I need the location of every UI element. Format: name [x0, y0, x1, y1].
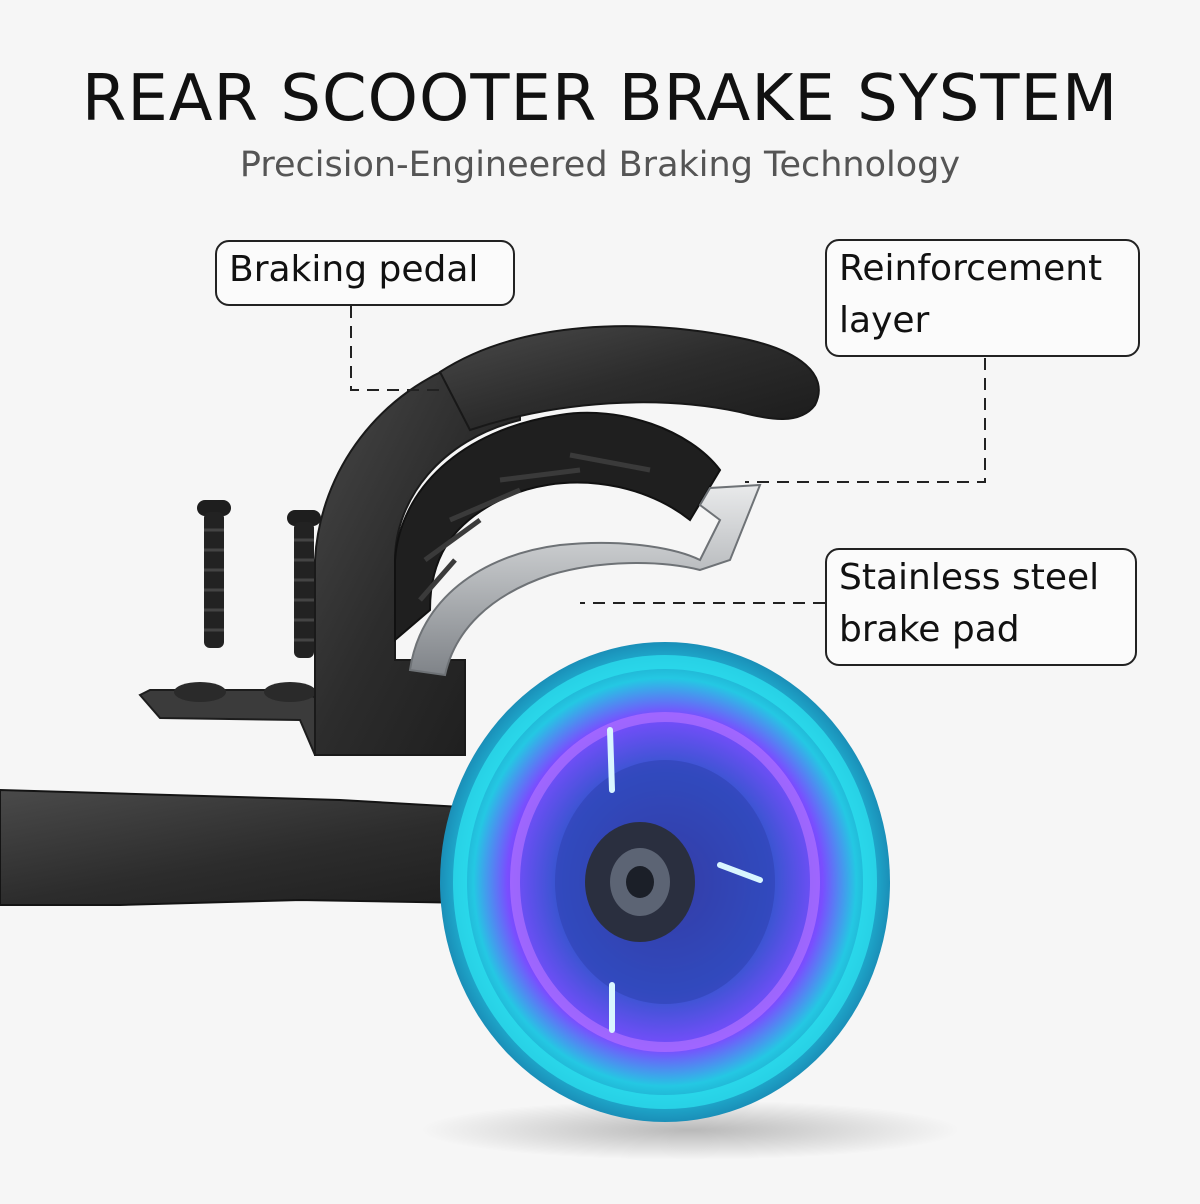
- callout-reinforcement-layer-line-1: Reinforcement: [839, 248, 1103, 289]
- callout-reinforcement-layer: Reinforcement layer: [825, 239, 1140, 357]
- callout-brake-pad-line-2: brake pad: [839, 609, 1020, 650]
- screw-right: [287, 510, 321, 658]
- callout-braking-pedal: Braking pedal: [215, 240, 515, 306]
- page-title: REAR SCOOTER BRAKE SYSTEM: [81, 62, 1119, 136]
- braking-pedal: [438, 325, 820, 432]
- callout-braking-pedal-line-1: Braking pedal: [229, 249, 479, 290]
- wheel-shadow: [420, 1100, 960, 1160]
- leader-line-reinforcement: [745, 358, 986, 483]
- page-subtitle: Precision-Engineered Braking Technology: [239, 145, 961, 185]
- leader-line-pedal: [350, 306, 440, 391]
- screw-left: [197, 500, 231, 648]
- light-up-wheel: [440, 642, 890, 1122]
- callout-brake-pad: Stainless steel brake pad: [825, 548, 1137, 666]
- stainless-steel-brake-pad: [408, 483, 762, 677]
- callout-reinforcement-layer-line-2: layer: [839, 300, 930, 341]
- callout-brake-pad-line-1: Stainless steel: [839, 557, 1100, 598]
